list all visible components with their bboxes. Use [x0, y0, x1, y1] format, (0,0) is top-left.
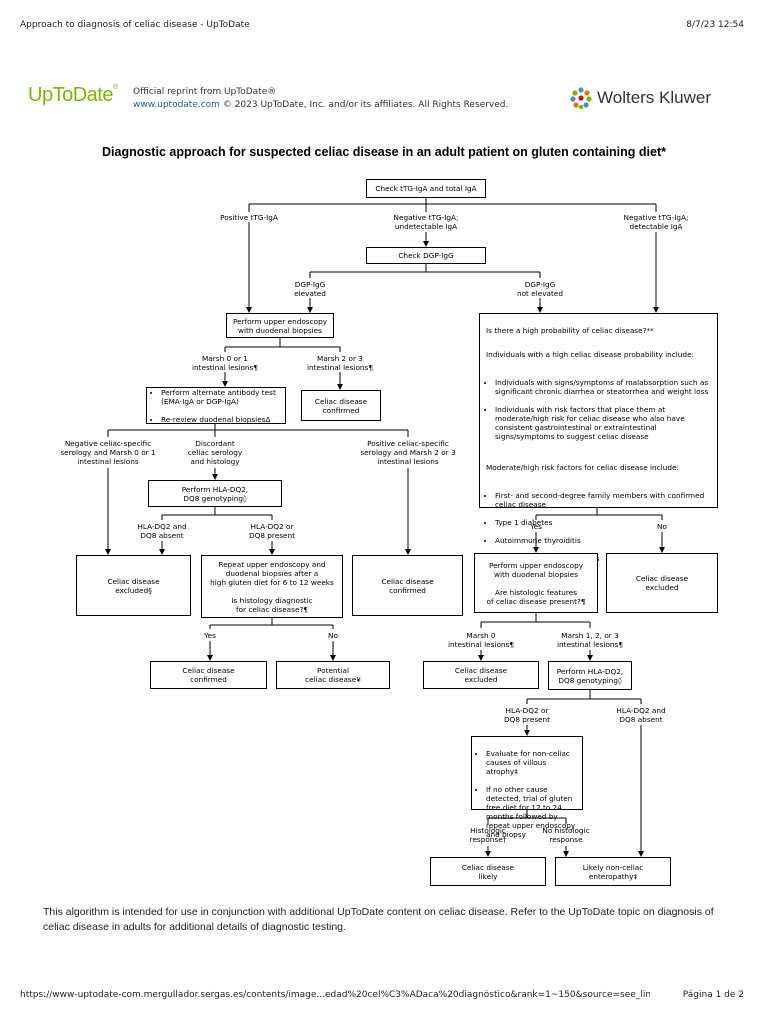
label-discordant: Discordant celiac serology and histology	[187, 439, 243, 466]
probability-heading-1: Individuals with a high celiac disease p…	[486, 350, 695, 359]
uptodate-logo[interactable]: UpToDate®	[28, 84, 118, 107]
label-hla-present-2: HLA-DQ2 or DQ8 present	[503, 706, 551, 724]
print-datetime: 8/7/23 12:54	[686, 20, 744, 30]
label-marsh-0: Marsh 0 intestinal lesions¶	[447, 631, 515, 649]
node-celiac-confirmed-a: Celiac disease confirmed	[301, 390, 381, 421]
list-item: Re-review duodenal biopsiesΔ	[161, 415, 276, 424]
node-potential-celiac: Potential celiac disease¥	[276, 661, 390, 689]
page-title-header: Approach to diagnosis of celiac disease …	[20, 20, 250, 30]
node-probability-question: Is there a high probability of celiac di…	[479, 313, 718, 581]
uptodate-link[interactable]: www.uptodate.com	[133, 100, 220, 110]
node-check-dgp: Check DGP-IgG	[366, 247, 486, 264]
node-endoscopy-2: Perform upper endoscopy with duodenal bi…	[474, 553, 598, 613]
node-hla-genotyping-1: Perform HLA-DQ2, DQ8 genotyping◊	[148, 480, 282, 507]
label-hla-absent-2: HLA-DQ2 and DQ8 absent	[616, 706, 666, 724]
registered-mark-icon: ®	[112, 84, 118, 91]
label-negative-ttg-detectable: Negative tTG-IgA; detectable IgA	[623, 213, 689, 231]
algorithm-footnote: This algorithm is intended for use in co…	[43, 906, 714, 933]
probability-heading-2: Moderate/high risk factors for celiac di…	[486, 463, 679, 472]
label-histologic-response: Histologic response†	[469, 826, 507, 844]
node-evaluate-non-celiac: Evaluate for non-celiac causes of villou…	[471, 736, 583, 839]
node-celiac-confirmed-b: Celiac disease confirmed	[150, 661, 267, 689]
label-dgp-elevated: DGP-IgG elevated	[294, 280, 326, 298]
page-number: Página 1 de 2	[682, 990, 744, 1000]
page-url: https://www-uptodate-com.mergullador.ser…	[20, 990, 650, 1000]
probability-list: Individuals with signs/symptoms of malab…	[486, 369, 711, 450]
node-celiac-likely: Celiac disease likely	[430, 857, 546, 886]
label-negative-ttg-undetectable: Negative tTG-IgA; undetectable IgA	[393, 213, 459, 231]
reprint-line: Official reprint from UpToDate®	[133, 87, 277, 97]
node-repeat-endoscopy: Repeat upper endoscopy and duodenal biop…	[201, 555, 343, 618]
node-non-celiac-enteropathy: Likely non-celiac enteropathy‡	[555, 857, 671, 886]
node-celiac-confirmed-c: Celiac disease confirmed	[352, 555, 463, 616]
label-no-histology: No	[328, 631, 338, 640]
node-endoscopy-1: Perform upper endoscopy with duodenal bi…	[226, 313, 334, 338]
label-positive-serology: Positive celiac-specific serology and Ma…	[360, 439, 456, 466]
label-no-histologic-response: No histologic response	[542, 826, 590, 844]
label-marsh-2-3: Marsh 2 or 3 intestinal lesions¶	[306, 354, 374, 372]
wolters-kluwer-globe-icon	[570, 87, 592, 110]
publisher-name: Wolters Kluwer	[597, 88, 711, 107]
diagram-title: Diagnostic approach for suspected celiac…	[102, 145, 666, 159]
list-item: Individuals with risk factors that place…	[495, 405, 711, 441]
node-check-ttg: Check tTG-IgA and total IgA	[366, 179, 486, 198]
label-hla-present-1: HLA-DQ2 or DQ8 present	[248, 522, 296, 540]
list-item: Individuals with signs/symptoms of malab…	[495, 378, 711, 396]
label-yes-histology: Yes	[204, 631, 216, 640]
label-hla-absent-1: HLA-DQ2 and DQ8 absent	[137, 522, 187, 540]
label-no-probability: No	[657, 522, 667, 531]
node-celiac-excluded-a: Celiac disease excluded§	[76, 555, 191, 616]
alternate-antibody-list: Perform alternate antibody test (EMA-IgA…	[152, 379, 276, 433]
list-item: Autoimmune thyroiditis	[495, 536, 711, 545]
copyright-text: © 2023 UpToDate, Inc. and/or its affilia…	[222, 100, 509, 110]
wolters-kluwer-logo[interactable]: Wolters Kluwer	[569, 86, 711, 110]
logo-text: UpToDate	[28, 84, 113, 106]
node-celiac-excluded-b: Celiac disease excluded	[606, 553, 718, 613]
label-marsh-0-1: Marsh 0 or 1 intestinal lesions¶	[191, 354, 259, 372]
probability-question: Is there a high probability of celiac di…	[486, 326, 654, 335]
label-yes-probability: Yes	[530, 522, 542, 531]
node-celiac-excluded-c: Celiac disease excluded	[423, 661, 539, 689]
reprint-notice: Official reprint from UpToDate® www.upto…	[133, 86, 508, 112]
node-hla-genotyping-2: Perform HLA-DQ2, DQ8 genotyping◊	[548, 661, 632, 690]
node-alternate-antibody: Perform alternate antibody test (EMA-IgA…	[146, 387, 286, 424]
list-item: If no other cause detected, trial of glu…	[486, 785, 577, 839]
label-negative-serology: Negative celiac-specific serology and Ma…	[60, 439, 156, 466]
label-dgp-not-elevated: DGP-IgG not elevated	[516, 280, 564, 298]
label-marsh-1-2-3: Marsh 1, 2, or 3 intestinal lesions¶	[556, 631, 624, 649]
evaluate-list: Evaluate for non-celiac causes of villou…	[477, 740, 577, 848]
list-item: Perform alternate antibody test (EMA-IgA…	[161, 388, 276, 406]
list-item: Type 1 diabetes	[495, 518, 711, 527]
label-positive-ttg: Positive tTG-IgA	[220, 213, 278, 222]
list-item: First- and second-degree family members …	[495, 491, 711, 509]
list-item: Evaluate for non-celiac causes of villou…	[486, 749, 577, 776]
